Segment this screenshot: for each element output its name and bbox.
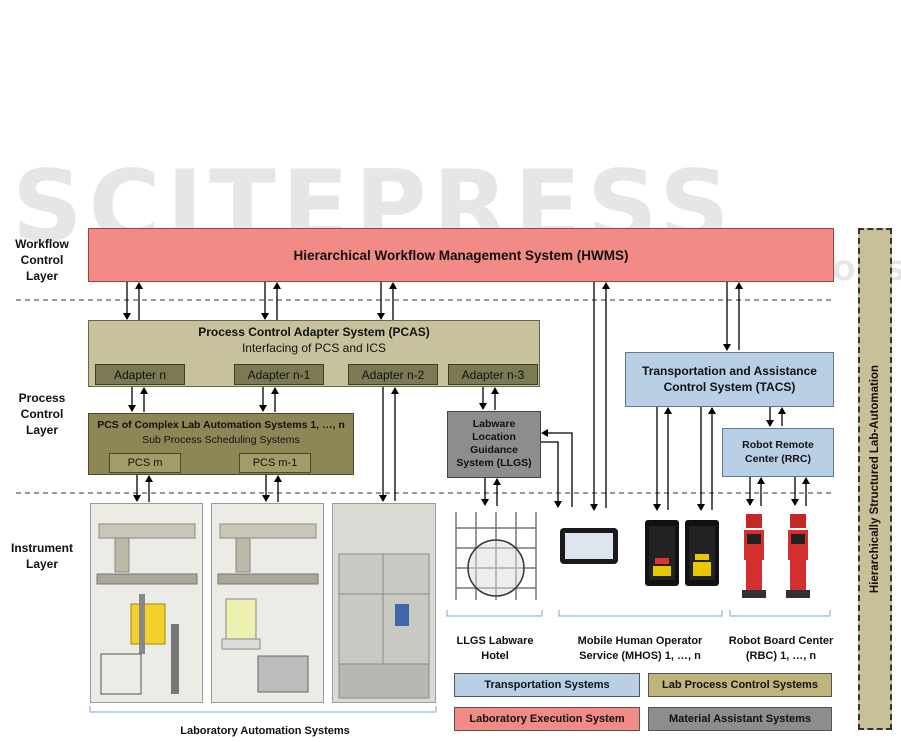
legend-material-assistant: Material Assistant Systems [648,707,832,731]
hierarchy-side-bar: Hierarchically Structured Lab-Automation [858,228,892,730]
pcs-m: PCS m [109,453,181,473]
robot-icon-1 [734,510,774,602]
adapter-n-3: Adapter n-3 [448,364,538,385]
tablet-icon [560,528,618,564]
legend-lab-process-control: Lab Process Control Systems [648,673,832,697]
adapter-n-2: Adapter n-2 [348,364,438,385]
pcas-title: Process Control Adapter System (PCAS) [198,325,430,339]
lab-automation-image-2 [211,503,324,703]
legend-laboratory-execution: Laboratory Execution System [454,707,640,731]
bracket-rbc [729,610,831,617]
pcs-title: PCS of Complex Lab Automation Systems 1,… [97,419,345,431]
bracket-mhos [558,610,723,617]
hwms-box: Hierarchical Workflow Management System … [88,228,834,282]
smartphone-icon-1 [645,520,679,586]
caption-lab-automation-systems: Laboratory Automation Systems [180,725,350,737]
robot-icon-2 [778,510,818,602]
side-label: Hierarchically Structured Lab-Automation [869,364,881,594]
adapter-n-1: Adapter n-1 [234,364,324,385]
bracket-hotel [446,610,543,617]
pcs-subtitle: Sub Process Scheduling Systems [142,434,300,446]
smartphone-icon-2 [685,520,719,586]
bracket-las [89,706,437,713]
pcs-m-1: PCS m-1 [239,453,311,473]
labware-hotel-image [450,508,542,608]
pcas-subtitle: Interfacing of PCS and ICS [241,341,387,355]
adapter-n: Adapter n [95,364,185,385]
lab-automation-image-1 [90,503,203,703]
caption-rbc: Robot Board Center(RBC) 1, …, n [728,635,834,662]
lab-automation-image-3 [332,503,436,703]
legend-transportation-systems: Transportation Systems [454,673,640,697]
